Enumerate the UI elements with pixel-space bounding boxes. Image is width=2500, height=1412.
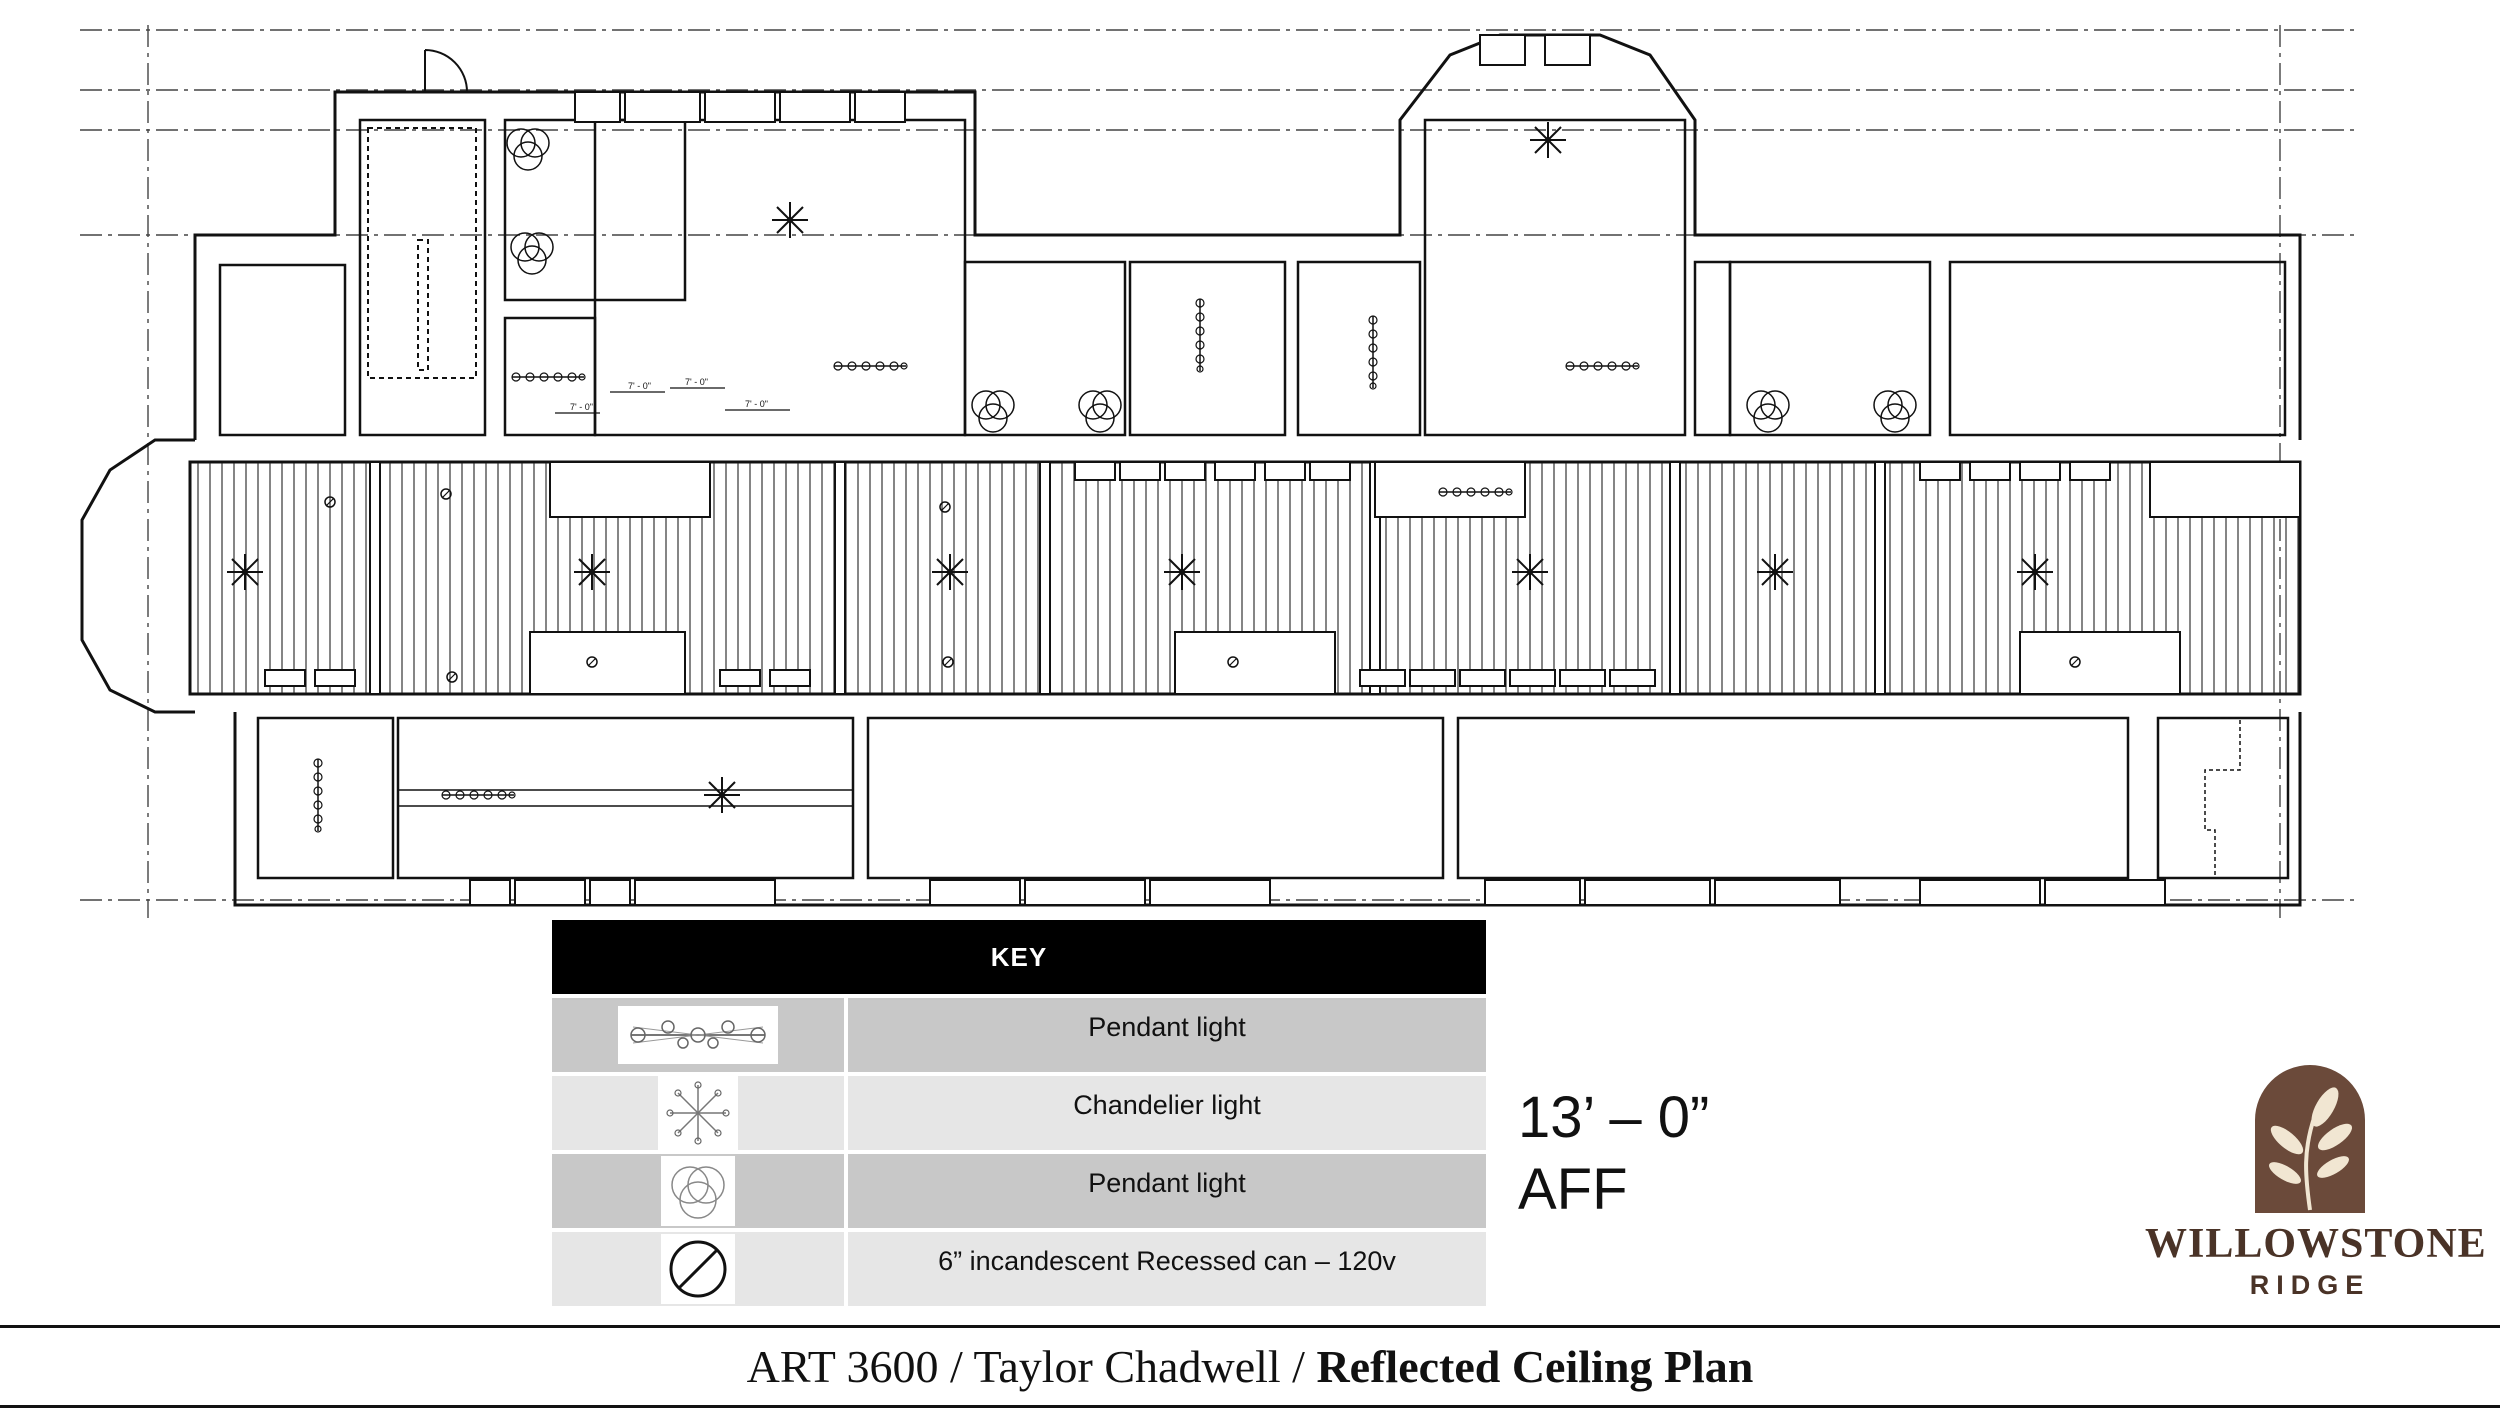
key-row-chandelier: Chandelier light (552, 1076, 1486, 1150)
title-block: ART 3600 / Taylor Chadwell / Reflected C… (0, 1332, 2500, 1402)
key-label: Pendant light (848, 998, 1486, 1072)
dimension-label: 7' - 0" (685, 377, 708, 387)
dimension-label: 7' - 0" (628, 381, 651, 391)
course-code: ART 3600 (746, 1341, 939, 1392)
dimension-label: 7' - 0" (570, 402, 593, 412)
separator: / (938, 1341, 974, 1392)
legend-key-table: KEY Pendant light (552, 920, 1486, 1306)
pendant-light-linear-icon (618, 1006, 778, 1064)
key-row-pendant-linear: Pendant light (552, 998, 1486, 1072)
dimension-label: 7' - 0" (745, 399, 768, 409)
author-name: Taylor Chadwell (973, 1341, 1281, 1392)
reflected-ceiling-plan-drawing: 7' - 0" 7' - 0" 7' - 0" 7' - 0" (80, 25, 2360, 918)
footer-rule (0, 1405, 2500, 1408)
ceiling-height-note: 13’ – 0” AFF (1518, 1082, 1709, 1226)
chandelier-light-icon (658, 1076, 738, 1150)
key-title: KEY (552, 920, 1486, 994)
key-label: 6” incandescent Recessed can – 120v (848, 1232, 1486, 1306)
footer-rule (0, 1325, 2500, 1328)
key-label: Chandelier light (848, 1076, 1486, 1150)
key-row-recessed-can: 6” incandescent Recessed can – 120v (552, 1232, 1486, 1306)
brand-name: WILLOWSTONE (2145, 1221, 2487, 1267)
ceiling-height-value: 13’ – 0” (1518, 1085, 1710, 1150)
willowstone-ridge-logo: WILLOWSTONE RIDGE (2145, 1045, 2487, 1305)
drawing-title: Reflected Ceiling Plan (1316, 1341, 1754, 1392)
key-label: Pendant light (848, 1154, 1486, 1228)
leaf-arch-icon (2255, 1065, 2365, 1213)
pendant-light-cluster-icon (661, 1156, 735, 1226)
brand-subtitle: RIDGE (2249, 1270, 2371, 1300)
recessed-can-icon (661, 1234, 735, 1304)
ceiling-height-unit: AFF (1518, 1157, 1628, 1222)
separator: / (1280, 1341, 1317, 1392)
key-row-pendant-cluster: Pendant light (552, 1154, 1486, 1228)
